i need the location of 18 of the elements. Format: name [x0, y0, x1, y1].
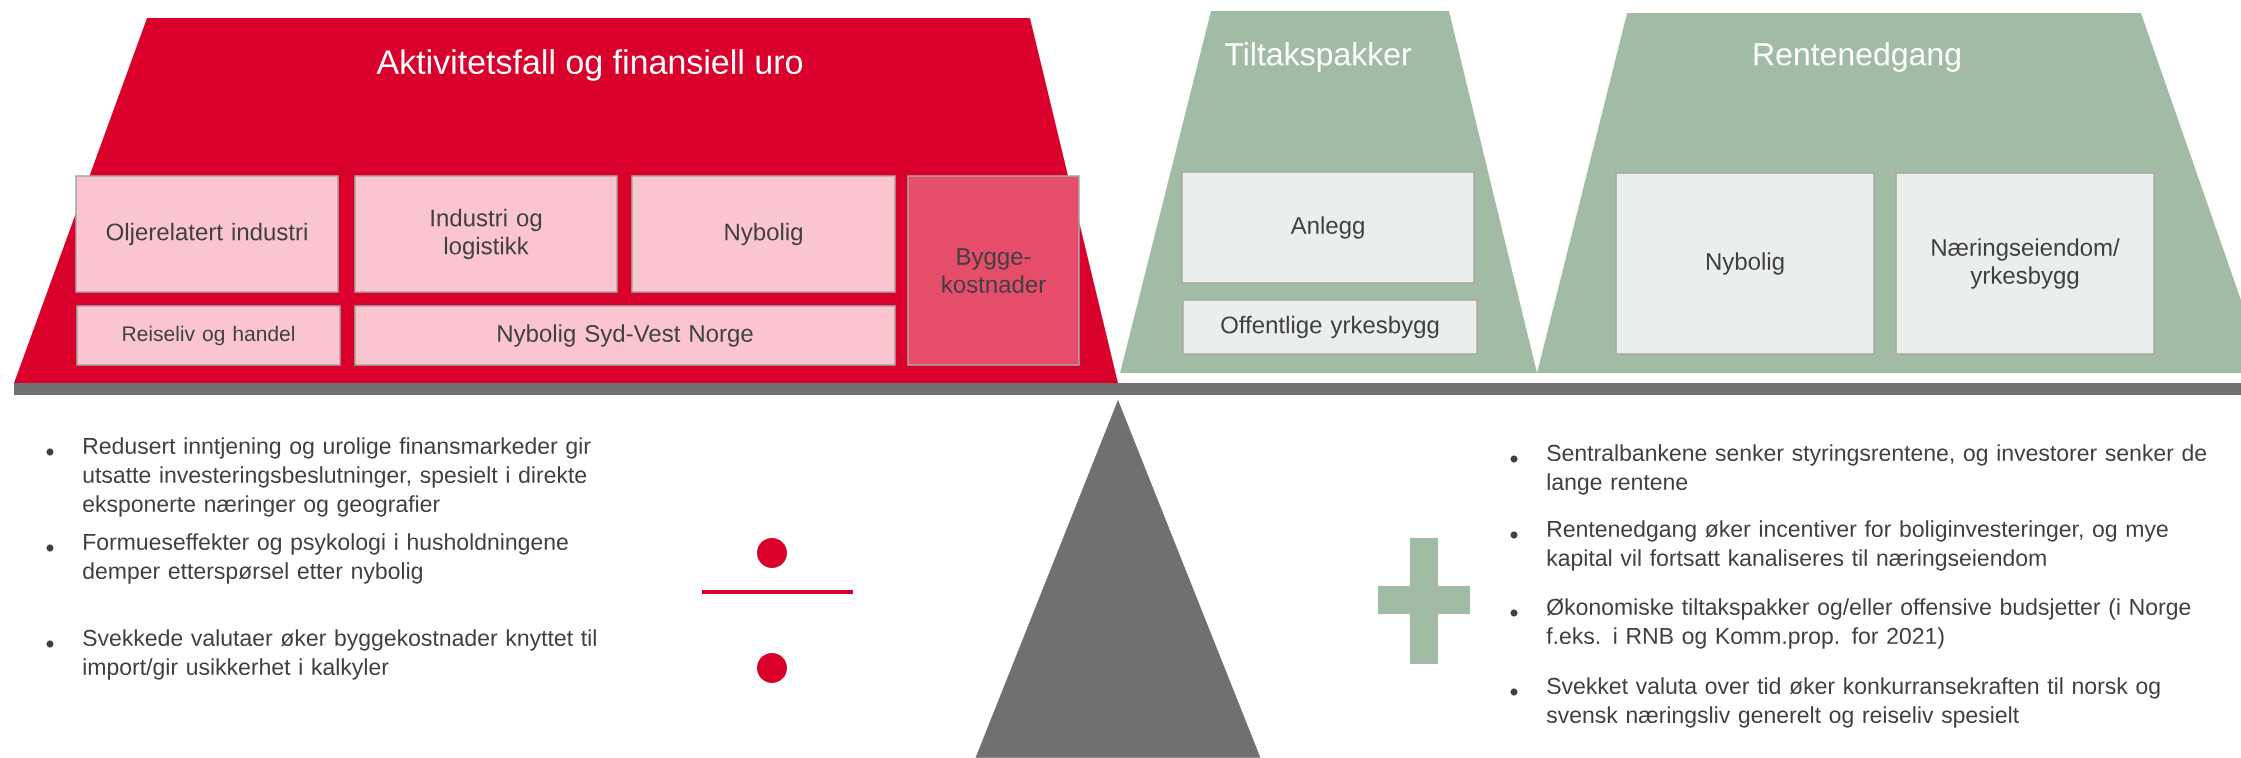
sector-box: Offentlige yrkesbygg [1182, 299, 1478, 355]
bullet-point: Formueseffekter og psykologi i husholdningene demper etterspørsel etter nybolig [46, 533, 568, 584]
bullet-point: Svekket valuta over tid øker konkurransekraften til norsk og svensk næringsliv generelt og reiseliv spesielt [1510, 677, 2160, 728]
sector-box: Næringseiendom/ yrkesbygg [1895, 172, 2155, 355]
sector-box: Bygge- kostnader [907, 175, 1080, 366]
fulcrum-triangle [975, 399, 1261, 758]
sector-box: Nybolig Syd-Vest Norge [354, 305, 896, 366]
sector-box: Reiseliv og handel [76, 305, 341, 366]
bullet-point: Redusert inntjening og urolige finansmarkeder gir utsatte investeringsbeslutninger, spesielt i direkte eksponerte næringer og geografier [46, 437, 591, 517]
bullet-point: Sentralbankene senker styringsrentene, og investorer senker de lange rentene [1510, 444, 2207, 495]
sector-box: Nybolig [631, 175, 896, 293]
bullet-point: Svekkede valutaer øker byggekostnader knyttet til import/gir usikkerhet i kalkyler [46, 629, 596, 680]
sector-box: Industri og logistikk [354, 175, 618, 293]
sector-box: Nybolig [1615, 172, 1875, 355]
bullet-point: Økonomiske tiltakspakker og/eller offensive budsjetter (i Norge f.eks. i RNB og Komm.prop. for 2021) [1510, 598, 2191, 649]
sector-box: Oljerelatert industri [75, 175, 339, 293]
sector-box: Anlegg [1181, 171, 1475, 284]
bullet-point: Rentenedgang øker incentiver for boliginvesteringer, og mye kapital vil fortsatt kanaliseres til næringseiendom [1510, 520, 2168, 571]
